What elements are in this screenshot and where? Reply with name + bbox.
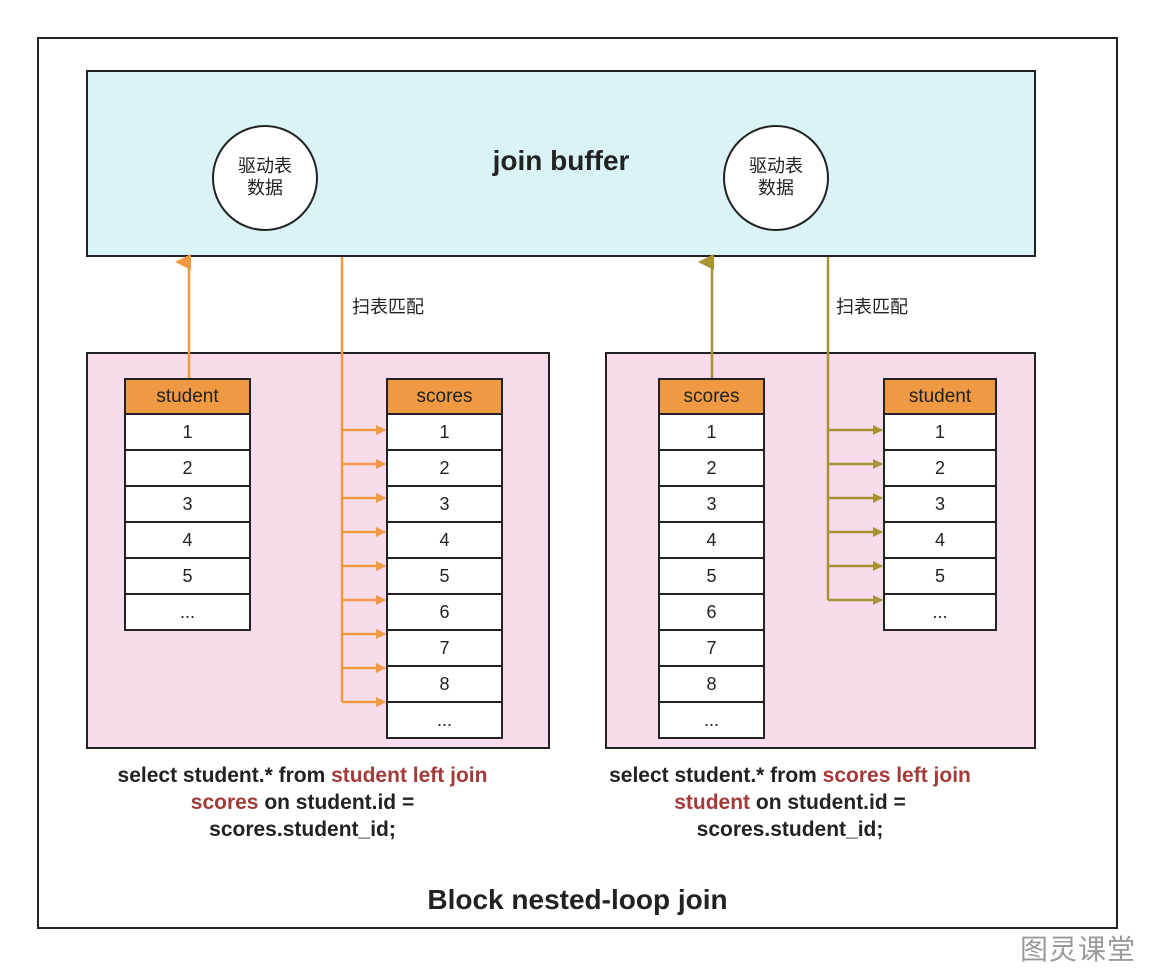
table-row: 8 xyxy=(660,667,763,703)
scan-label-right: 扫表匹配 xyxy=(836,297,908,318)
table-row: 6 xyxy=(388,595,501,631)
table-row: ... xyxy=(932,601,948,622)
watermark: 图灵课堂 xyxy=(1020,933,1137,966)
table-row: 2 xyxy=(660,451,763,487)
table-row: 7 xyxy=(388,631,501,667)
driving-data-circle-left: 驱动表 数据 xyxy=(212,125,318,231)
diagram-frame xyxy=(37,37,1118,929)
sql-text: select student.* from xyxy=(117,764,332,787)
sql-right: select student.* from scores left join s… xyxy=(590,762,990,843)
table-row: 5 xyxy=(660,559,763,595)
table-header: student xyxy=(885,380,995,415)
table-row: 8 xyxy=(388,667,501,703)
table-row: 4 xyxy=(388,523,501,559)
table-row: 3 xyxy=(388,487,501,523)
table-row: 1 xyxy=(885,415,995,451)
table-row: ... xyxy=(703,709,719,730)
sql-text: on student.id = scores.student_id; xyxy=(209,791,415,841)
diagram-title: Block nested-loop join xyxy=(427,884,728,915)
table-row: 5 xyxy=(885,559,995,595)
table-row: ... xyxy=(436,709,452,730)
table-row: 3 xyxy=(660,487,763,523)
table-row: 2 xyxy=(885,451,995,487)
table-header: scores xyxy=(388,380,501,415)
table-row: 6 xyxy=(660,595,763,631)
table-row: 5 xyxy=(388,559,501,595)
table-row: 2 xyxy=(126,451,249,487)
table-row: 3 xyxy=(885,487,995,523)
table-row: 1 xyxy=(388,415,501,451)
join-buffer-title: join buffer xyxy=(492,145,630,176)
sql-highlight: scores left join student xyxy=(674,764,971,814)
table-row: 4 xyxy=(126,523,249,559)
table-header: student xyxy=(126,380,249,415)
table-row: 1 xyxy=(126,415,249,451)
table-row: 7 xyxy=(660,631,763,667)
sql-left: select student.* from student left join … xyxy=(100,762,505,843)
scan-label-left: 扫表匹配 xyxy=(352,297,424,318)
table-row: 1 xyxy=(660,415,763,451)
sql-highlight: student left join scores xyxy=(190,764,488,814)
table-row: 4 xyxy=(885,523,995,559)
table-row: 4 xyxy=(660,523,763,559)
table-row: 5 xyxy=(126,559,249,595)
table-row: 2 xyxy=(388,451,501,487)
table-row: ... xyxy=(179,601,195,622)
sql-text: select student.* from xyxy=(609,764,823,787)
table-row: 3 xyxy=(126,487,249,523)
sql-text: on student.id = scores.student_id; xyxy=(696,791,906,841)
driving-data-circle-right: 驱动表 数据 xyxy=(723,125,829,231)
table-header: scores xyxy=(660,380,763,415)
